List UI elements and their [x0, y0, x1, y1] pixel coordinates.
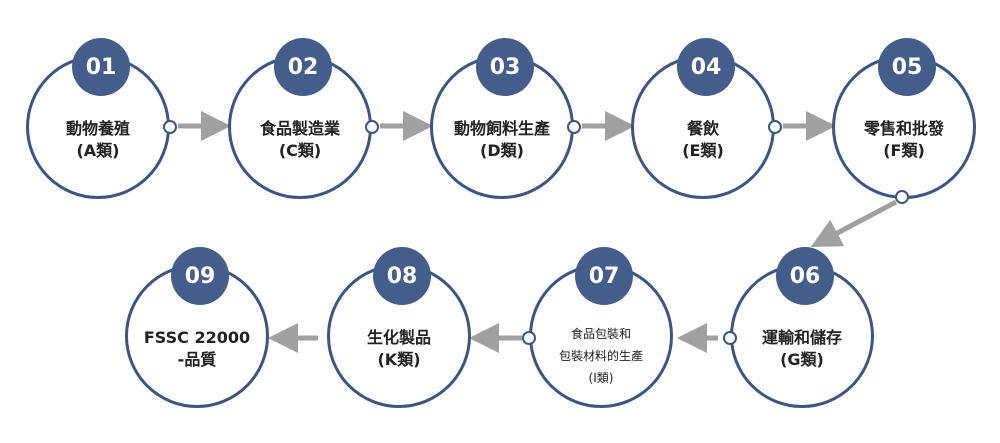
step-number-badge: 09	[171, 247, 229, 305]
step-label: 運輸和儲存 (G類)	[737, 327, 867, 371]
step-label: FSSC 22000 -品質	[132, 327, 262, 371]
connector-dot	[163, 120, 177, 134]
step-label: 生化製品 (K類)	[334, 327, 464, 371]
step-number-badge: 04	[677, 38, 735, 96]
step-category: (I類)	[588, 371, 614, 385]
step-number-badge: 01	[72, 38, 130, 96]
step-title: 食品製造業	[259, 119, 340, 138]
step-label: 食品製造業 (C類)	[235, 118, 365, 162]
step-title: 食品包裝和	[570, 327, 631, 341]
step-title: 零售和批發	[863, 119, 944, 138]
step-number-badge: 06	[776, 247, 834, 305]
step-subtitle: -品質	[177, 350, 217, 369]
step-label: 零售和批發 (F類)	[839, 118, 969, 162]
step-title: FSSC 22000	[143, 328, 251, 347]
step-05-node: 05 零售和批發 (F類)	[832, 38, 976, 199]
step-08-node: 08 生化製品 (K類)	[327, 247, 471, 408]
step-title: 運輸和儲存	[761, 328, 842, 347]
step-category: (F類)	[883, 141, 925, 160]
step-label: 動物飼料生產 (D類)	[437, 118, 567, 162]
step-01-node: 01 動物養殖 (A類)	[26, 38, 170, 199]
step-number-badge: 03	[476, 38, 534, 96]
step-category: (G類)	[780, 350, 824, 369]
step-category: (D類)	[480, 141, 524, 160]
step-label: 餐飲 (E類)	[638, 118, 768, 162]
step-03-node: 03 動物飼料生產 (D類)	[430, 38, 574, 199]
connector-dot	[365, 120, 379, 134]
step-number-badge: 05	[878, 38, 936, 96]
step-title: 動物養殖	[65, 119, 130, 138]
connector-dot	[895, 190, 909, 204]
step-title: 動物飼料生產	[453, 119, 550, 138]
connector-dot	[567, 120, 581, 134]
step-title-continued: 包裝材料的生產	[558, 349, 643, 363]
step-category: (K類)	[377, 350, 421, 369]
step-07-node: 07 食品包裝和 包裝材料的生產 (I類)	[529, 247, 673, 408]
step-number-badge: 02	[274, 38, 332, 96]
connector-dot	[522, 331, 536, 345]
step-number-badge: 08	[373, 247, 431, 305]
step-09-node: 09 FSSC 22000 -品質	[125, 247, 269, 408]
arrow-05-06	[810, 199, 898, 248]
connector-dot	[723, 331, 737, 345]
connector-dot	[768, 120, 782, 134]
step-02-node: 02 食品製造業 (C類)	[228, 38, 372, 199]
step-category: (A類)	[76, 141, 120, 160]
step-04-node: 04 餐飲 (E類)	[631, 38, 775, 199]
step-06-node: 06 運輸和儲存 (G類)	[730, 247, 874, 408]
step-number-badge: 07	[575, 247, 633, 305]
step-title: 餐飲	[686, 119, 719, 138]
step-label: 動物養殖 (A類)	[33, 118, 163, 162]
step-label: 食品包裝和 包裝材料的生產 (I類)	[536, 323, 666, 389]
step-category: (E類)	[682, 141, 724, 160]
step-title: 生化製品	[366, 328, 431, 347]
step-category: (C類)	[278, 141, 322, 160]
